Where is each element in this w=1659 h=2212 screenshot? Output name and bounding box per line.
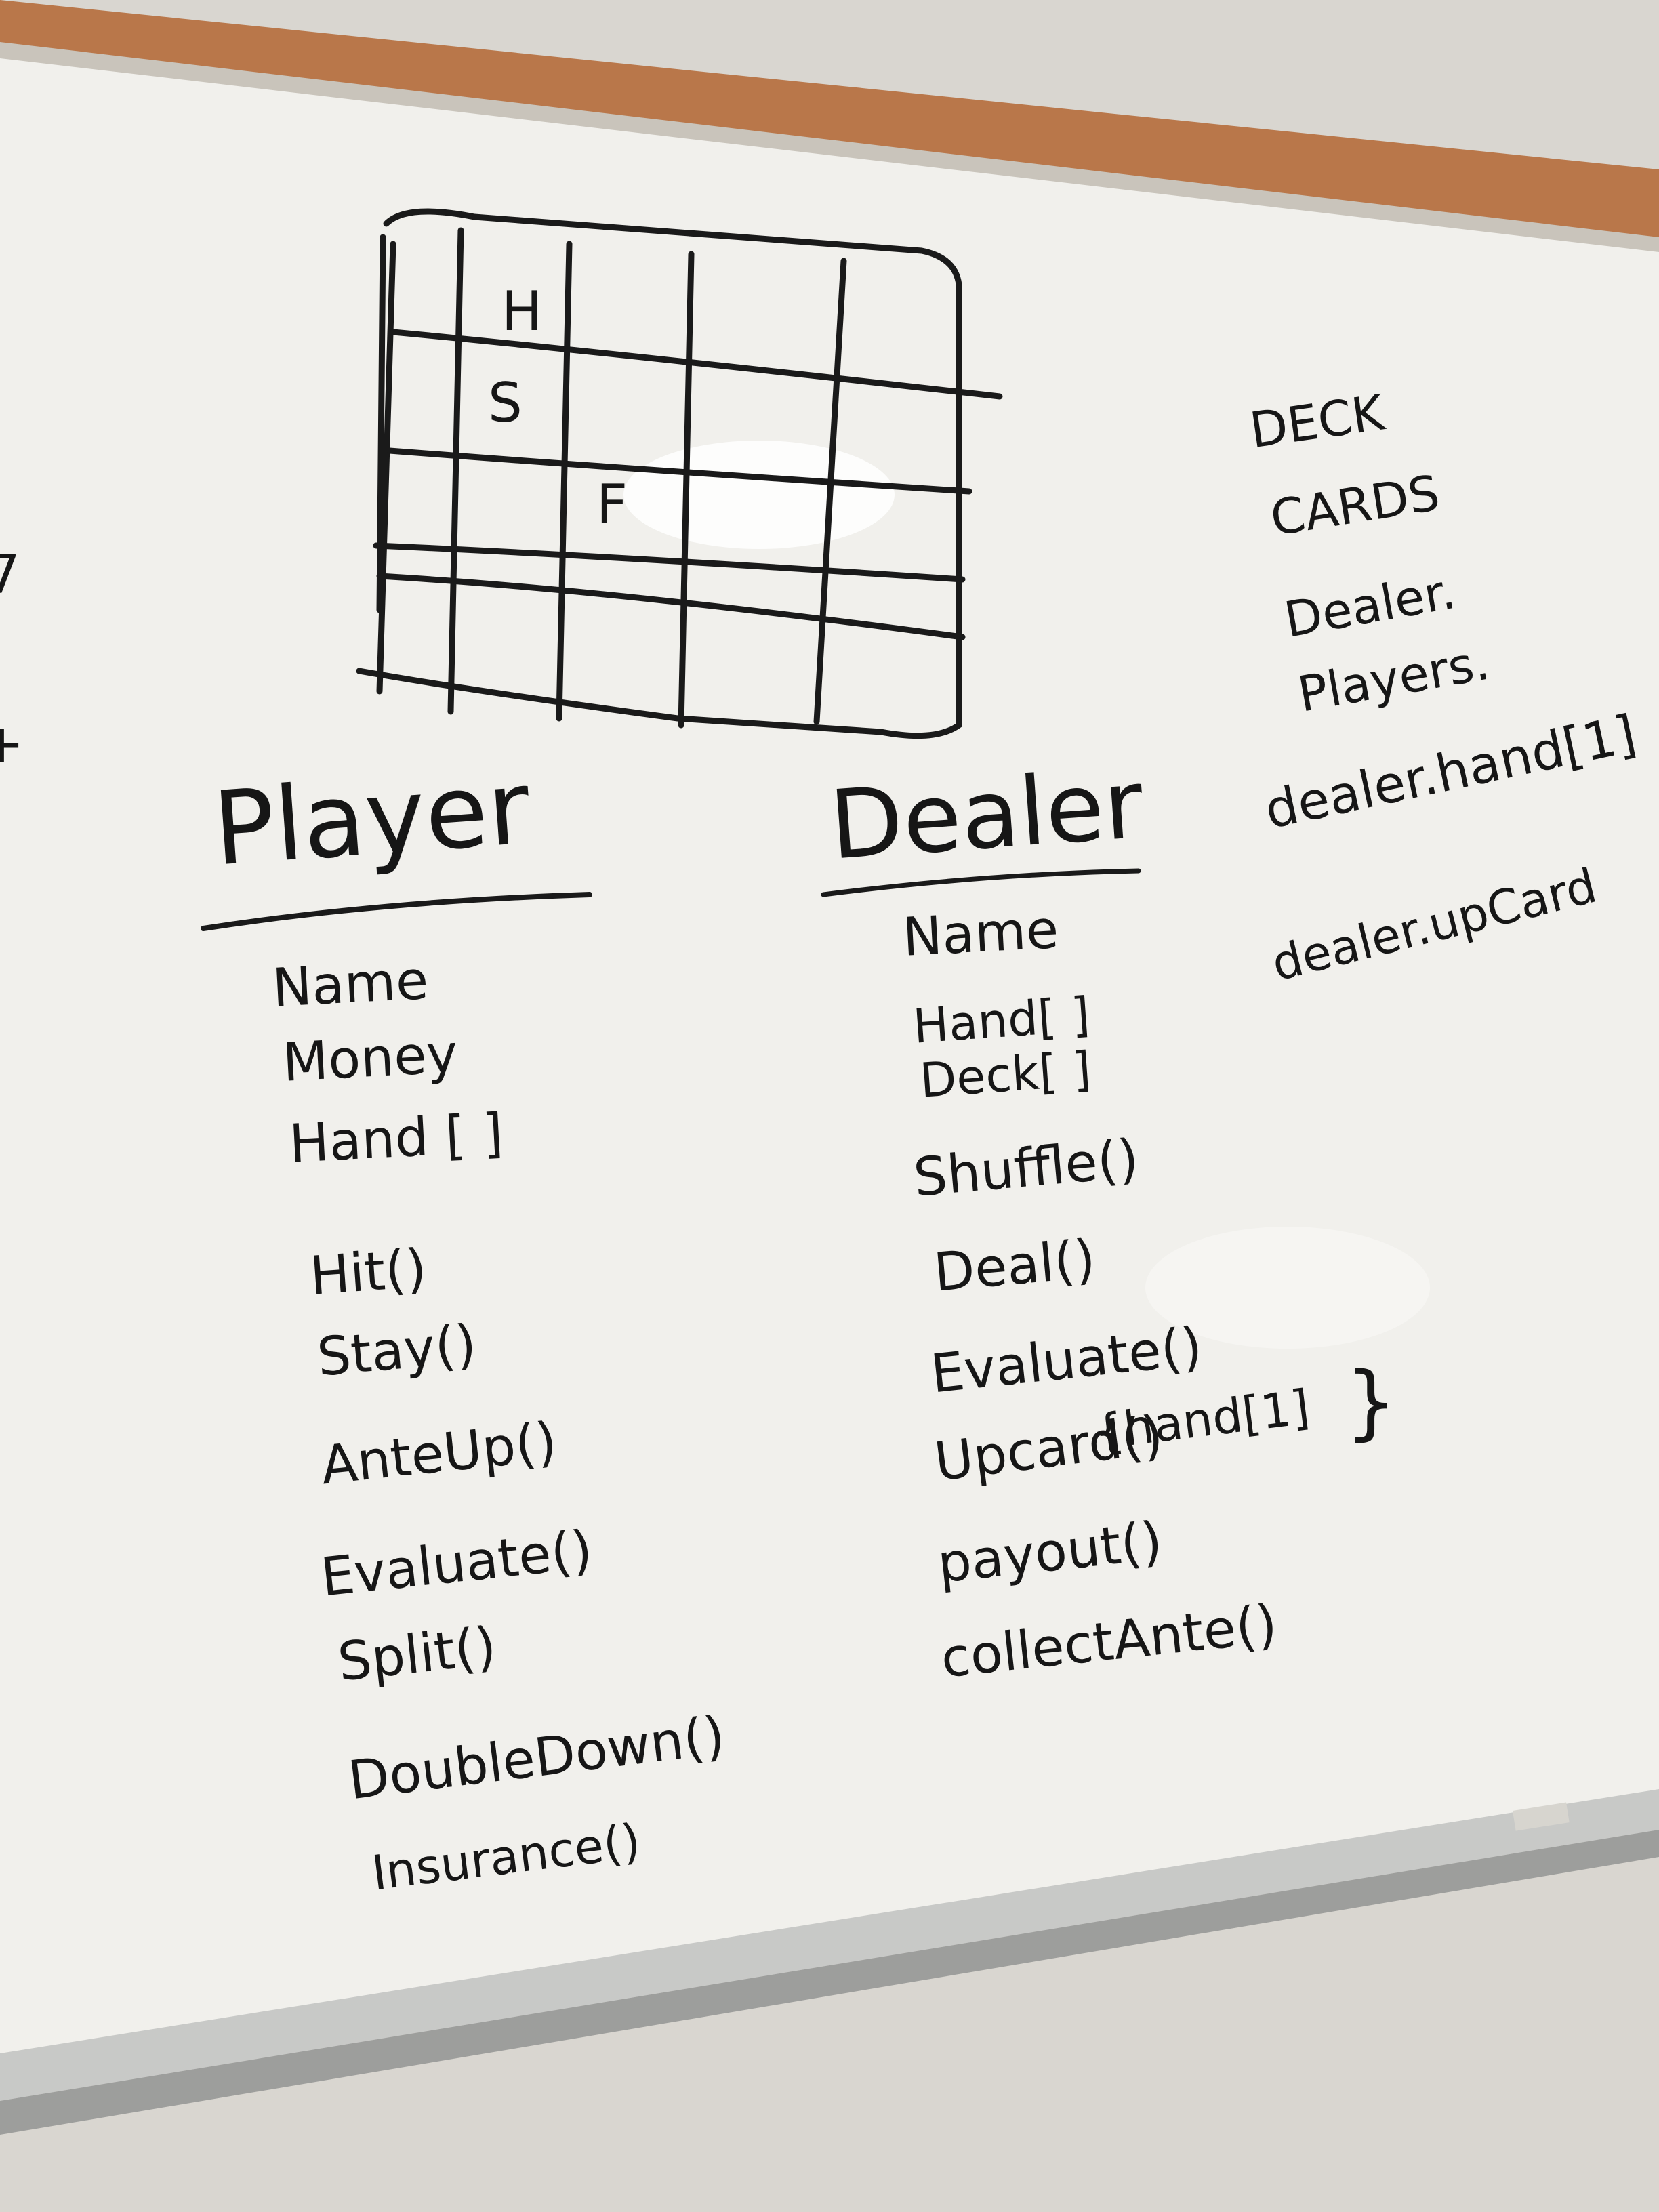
dealer-property-deck: Deck[ ] [918,1041,1093,1109]
edge-mark-plus: + [0,714,24,775]
player-property-hand: Hand [ ] [287,1103,505,1175]
player-property-money: Money [281,1023,459,1094]
player-method-hit: Hit() [308,1238,429,1307]
player-method-stay: Stay() [314,1313,479,1389]
edge-mark-seven: 7 [0,545,20,606]
grid-letter-fold: F [596,473,628,536]
marker-tray [0,1789,1659,2101]
dealer-property-hand: Hand[ ] [911,986,1092,1054]
cork-strip [0,0,1659,251]
player-heading: Player [209,749,533,889]
brand-sticker [1513,1802,1570,1831]
dealer-heading: Dealer [826,749,1147,882]
grid-letter-hit: H [501,280,543,343]
dealer-underline [821,868,1141,897]
grid-letter-stay: S [488,371,523,434]
dealer-method-deal: Deal() [931,1229,1098,1304]
player-method-split: Split() [335,1616,499,1694]
dealer-property-name: Name [901,899,1061,968]
dealer-closing-brace: } [1345,1355,1397,1450]
whiteboard-surface [0,58,1659,2060]
player-underline [201,892,592,931]
player-property-name: Name [270,949,430,1019]
strategy-grid [356,208,1003,739]
